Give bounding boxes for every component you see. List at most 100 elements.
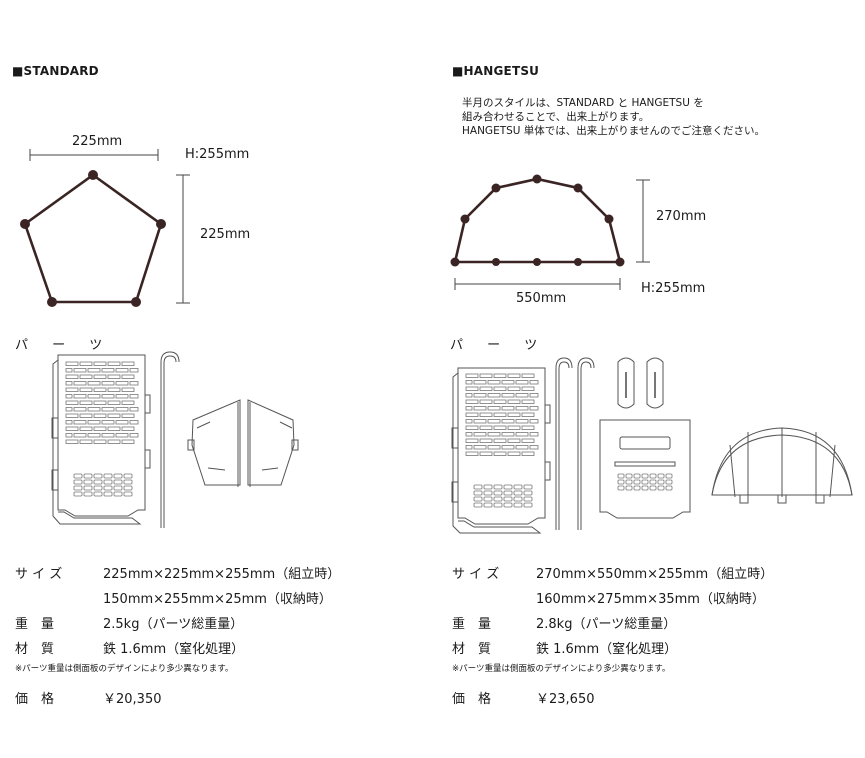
brick-cutout xyxy=(479,438,493,443)
brick-cutout xyxy=(507,373,521,378)
brick-cutout xyxy=(515,380,529,385)
standard-height-tag: H:255mm xyxy=(185,147,250,162)
brick-cutout xyxy=(465,373,479,378)
brick-cutout xyxy=(493,386,507,391)
brick-cutout xyxy=(107,413,121,418)
hangetsu-spec-weight: 重 量 2.8kg（パーツ総重量） xyxy=(452,613,852,632)
brick-cutout xyxy=(473,380,487,385)
brick-cutout xyxy=(473,432,487,437)
brick-cutout xyxy=(101,420,115,425)
brick-cutout xyxy=(121,361,135,366)
brick-cutout xyxy=(515,419,529,424)
brick-cutout xyxy=(465,399,479,404)
vent-cutout xyxy=(123,473,133,479)
brick-cutout xyxy=(515,393,529,398)
brick-cutout xyxy=(507,412,521,417)
brick-cutout xyxy=(487,419,501,424)
spec-key: 重 量 xyxy=(15,617,55,632)
brick-cutout xyxy=(529,419,539,424)
vent-cutout xyxy=(503,490,513,496)
brick-cutout xyxy=(507,438,521,443)
brick-cutout xyxy=(521,386,535,391)
brick-cutout xyxy=(479,412,493,417)
brick-cutout xyxy=(65,400,79,405)
brick-cutout xyxy=(73,433,87,438)
vent-cutout xyxy=(493,496,503,502)
hangetsu-spec-material: 材 質 鉄 1.6mm（窒化処理） xyxy=(452,638,852,657)
brick-cutout xyxy=(501,380,515,385)
vent-cutout xyxy=(665,479,673,485)
brick-cutout xyxy=(65,394,73,399)
spec-value: 鉄 1.6mm（窒化処理） xyxy=(103,642,245,657)
brick-cutout xyxy=(65,407,73,412)
vent-cutout xyxy=(93,485,103,491)
brick-cutout xyxy=(479,399,493,404)
vent-cutout xyxy=(473,484,483,490)
vent-cutout xyxy=(493,490,503,496)
vent-cutout xyxy=(665,485,673,491)
brick-cutout xyxy=(465,438,479,443)
brick-cutout xyxy=(115,433,129,438)
brick-cutout xyxy=(101,433,115,438)
brick-cutout xyxy=(487,380,501,385)
brick-cutout xyxy=(93,426,107,431)
vent-cutout xyxy=(523,484,533,490)
brick-cutout xyxy=(507,451,521,456)
brick-cutout xyxy=(121,413,135,418)
brick-cutout xyxy=(87,420,101,425)
brick-cutout xyxy=(465,386,479,391)
vent-cutout xyxy=(93,479,103,485)
brick-cutout xyxy=(493,425,507,430)
spec-value: 2.5kg（パーツ総重量） xyxy=(103,617,244,632)
brick-cutout xyxy=(65,361,79,366)
hangetsu-spec-size-stored: 160mm×275mm×35mm（収納時） xyxy=(452,588,852,607)
price-key: 価 格 xyxy=(452,692,492,707)
brick-cutout xyxy=(121,374,135,379)
hangetsu-width-label: 550mm xyxy=(516,291,567,306)
spec-key: サ イ ズ xyxy=(15,567,63,582)
hangetsu-note-line: 組み合わせることで、出来上がります。 xyxy=(462,111,650,123)
brick-cutout xyxy=(493,438,507,443)
brick-cutout xyxy=(521,399,535,404)
standard-spec-material: 材 質 鉄 1.6mm（窒化処理） xyxy=(15,638,365,657)
brick-cutout xyxy=(521,438,535,443)
hook-rod-icon xyxy=(160,351,180,528)
hangetsu-note: 半月のスタイルは、STANDARD と HANGETSU を 組み合わせることで… xyxy=(462,96,765,138)
brick-cutout xyxy=(501,393,515,398)
vent-cutout xyxy=(93,473,103,479)
brick-cutout xyxy=(465,451,479,456)
brick-cutout xyxy=(65,381,73,386)
vent-cutout xyxy=(617,485,625,491)
half-dome-icon xyxy=(711,427,853,504)
vent-cutout xyxy=(523,496,533,502)
spec-value: 225mm×225mm×255mm（組立時） xyxy=(103,567,341,582)
brick-cutout xyxy=(521,373,535,378)
vent-cutout xyxy=(665,473,673,479)
brick-cutout xyxy=(465,412,479,417)
brick-cutout xyxy=(87,407,101,412)
brick-cutout xyxy=(473,419,487,424)
vent-cutout xyxy=(641,485,649,491)
vent-cutout xyxy=(641,479,649,485)
folded-pentagon-icon xyxy=(187,399,299,487)
brick-cutout xyxy=(515,432,529,437)
vent-cutout xyxy=(83,485,93,491)
brick-cutout xyxy=(87,381,101,386)
vent-cutout xyxy=(657,485,665,491)
brick-cutout xyxy=(115,381,129,386)
spec-value: 150mm×255mm×25mm（収納時） xyxy=(103,592,332,607)
brick-cutout xyxy=(79,387,93,392)
vent-cutout xyxy=(83,479,93,485)
brick-cutout xyxy=(107,426,121,431)
brick-cutout xyxy=(473,445,487,450)
brick-cutout xyxy=(501,445,515,450)
spec-value: 2.8kg（パーツ総重量） xyxy=(536,617,677,632)
brick-cutout xyxy=(115,394,129,399)
hook-rod-icon xyxy=(555,357,595,530)
brick-cutout xyxy=(101,394,115,399)
brick-cutout xyxy=(73,420,87,425)
brick-cutout xyxy=(65,439,79,444)
vent-cutout xyxy=(493,484,503,490)
brick-cutout xyxy=(73,368,87,373)
brick-cutout xyxy=(65,420,73,425)
